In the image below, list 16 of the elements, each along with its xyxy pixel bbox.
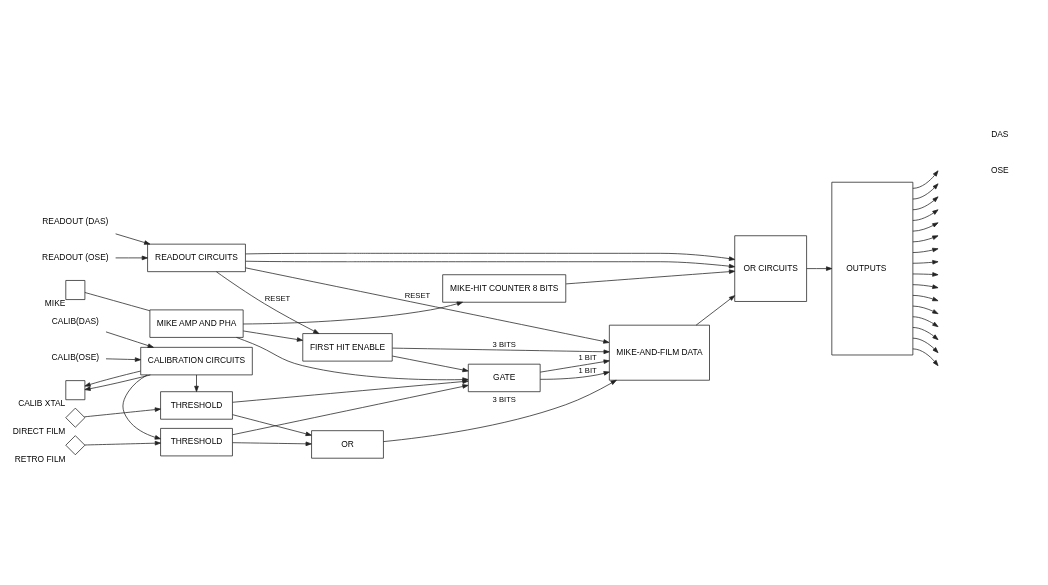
edge-label: RESET <box>404 291 431 301</box>
node-label: CALIB XTAL <box>18 398 66 409</box>
node-label: RETRO FILM <box>14 453 66 464</box>
label: OSE <box>990 164 1009 175</box>
edge-label: 3 BITS <box>492 395 516 405</box>
node-text: CALIB(DAS) <box>51 316 99 327</box>
label: DAS <box>991 128 1009 139</box>
edge-label: 1 BIT <box>578 353 597 363</box>
edge-label: 3 BITS <box>492 339 516 349</box>
node-text: CALIB(OSE) <box>51 352 100 363</box>
node-label: DIRECT FILM <box>12 425 66 436</box>
node-text: READOUT (OSE) <box>42 252 109 263</box>
edge-label: RESET <box>264 294 291 304</box>
edge-label: 1 BIT <box>578 365 597 375</box>
node-text: READOUT (DAS) <box>42 216 109 227</box>
node-label: MIKE <box>44 298 66 309</box>
